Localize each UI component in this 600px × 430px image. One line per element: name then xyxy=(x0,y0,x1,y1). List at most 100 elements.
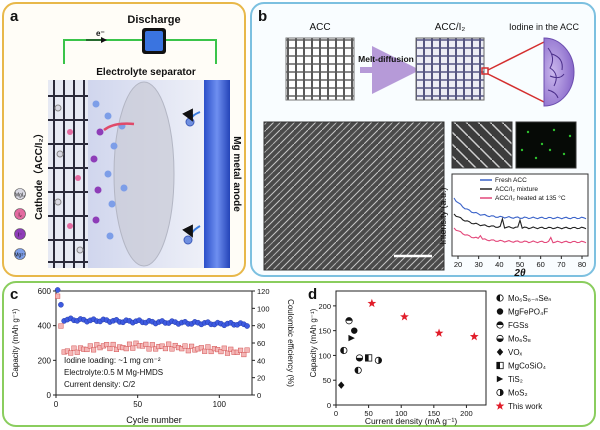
xrd-legend-label-0: Fresh ACC xyxy=(495,177,527,184)
melt-label: Melt-diffusion xyxy=(358,54,414,64)
chart-d-point-4-0 xyxy=(338,381,345,389)
chart-d-legend-marker-8 xyxy=(495,401,505,410)
chart-d-point-8-3 xyxy=(469,332,479,341)
wire-right xyxy=(166,39,217,64)
electron-label: e⁻ xyxy=(96,29,105,38)
cathode-mesh xyxy=(48,80,88,268)
capacity-point-11 xyxy=(71,345,77,351)
chart-d-plot-area xyxy=(335,290,487,406)
chart-d-legend: Mo₆S₈₋ₙSeₙMgFePO₄FFGSsMo₆S₈VOₓMgCoSiO₄Ti… xyxy=(495,294,551,411)
edx-map-image xyxy=(515,121,577,169)
discharge-screen xyxy=(145,31,163,51)
capacity-point-105 xyxy=(224,350,231,356)
chart-c-ytick-label-3: 600 xyxy=(38,287,52,296)
panel-c-label: c xyxy=(10,286,18,303)
chart-d-ytick-label-4: 200 xyxy=(318,302,331,311)
chart-d-ytick-label-1: 50 xyxy=(323,376,331,385)
chart-c-xtick-label-1: 50 xyxy=(133,400,142,409)
chart-d-legend-marker-0-fill xyxy=(496,294,500,302)
capacity-point-33 xyxy=(107,345,113,352)
chart-d-legend-marker-1 xyxy=(496,308,504,315)
chart-d-legend-label-8: This work xyxy=(508,402,543,411)
chart-d-point-2-0-fill xyxy=(345,317,353,321)
legend-dot-1 xyxy=(14,208,26,220)
chart-c-xtick-label-2: 100 xyxy=(213,400,227,409)
capacity-point-19 xyxy=(84,346,90,353)
capacity-point-3 xyxy=(58,323,64,329)
capacity-point-69 xyxy=(166,341,172,347)
chart-d-ytick-label-2: 100 xyxy=(318,351,331,360)
capacity-point-35 xyxy=(110,341,116,348)
chart-d-point-8-1 xyxy=(400,312,409,321)
capacity-point-9 xyxy=(68,350,74,356)
panel-a-svg: a Discharge e⁻ Electrolyte separator xyxy=(10,8,242,268)
xrd-series xyxy=(453,197,587,244)
acc-fabric xyxy=(285,37,355,101)
chart-d-marks xyxy=(338,298,479,389)
xrd-xtick-label-2: 40 xyxy=(495,260,503,269)
chart-d-point-8-0 xyxy=(367,298,377,308)
capacity-point-91 xyxy=(202,348,208,354)
legend-label-1: I₂ xyxy=(18,213,21,219)
chart-c-y2tick-label-2: 40 xyxy=(257,356,265,365)
panel-a-label: a xyxy=(10,8,19,25)
capacity-point-67 xyxy=(162,346,168,352)
capacity-point-71 xyxy=(169,346,175,352)
capacity-point-77 xyxy=(179,346,185,352)
capacity-point-83 xyxy=(189,343,195,349)
chart-c-ylabel-right: Coulombic efficiency (%) xyxy=(286,299,295,387)
xrd-xtick-label-4: 60 xyxy=(536,260,544,269)
xrd-series-1 xyxy=(453,213,587,230)
capacity-point-89 xyxy=(198,345,204,351)
chart-d-point-0-0-fill xyxy=(340,347,344,354)
chart-d-legend-marker-6 xyxy=(496,375,504,383)
chart-d-xtick-label-1: 50 xyxy=(364,409,372,418)
chart-d-xlabel: Current density (mA g⁻¹) xyxy=(365,416,458,426)
chart-c-marks xyxy=(54,287,250,358)
legend-label-3: Mg²⁺ xyxy=(14,253,26,259)
chart-d-xtick-label-3: 150 xyxy=(428,409,441,418)
panel-b-svg: b ACC Melt-diffusion ACC/I₂ Iodine in th… xyxy=(258,8,589,279)
panel-b-label: b xyxy=(258,8,267,25)
capacity-point-23 xyxy=(91,347,97,353)
chart-c-y2tick-label-0: 0 xyxy=(257,391,261,400)
chart-d-legend-label-1: MgFePO₄F xyxy=(508,308,548,317)
zoom-line-bottom xyxy=(487,73,545,103)
xrd-legend-label-1: ACC/I₂ mixture xyxy=(495,186,538,193)
chart-d-point-1-0 xyxy=(351,327,358,334)
reaction-arrow xyxy=(103,122,135,132)
chart-d-legend-label-7: MoS₂ xyxy=(508,389,528,398)
capacity-point-55 xyxy=(143,341,149,347)
chart-d-xtick-label-0: 0 xyxy=(334,409,338,418)
mg-anode xyxy=(204,80,230,268)
xrd-xlabel: 2θ xyxy=(513,268,526,279)
chart-c-y2tick-label-6: 120 xyxy=(257,287,270,296)
xrd-xtick-label-5: 70 xyxy=(557,260,565,269)
legend-dot-2 xyxy=(14,228,26,240)
chart-d-xtick-label-4: 200 xyxy=(460,409,473,418)
capacity-point-107 xyxy=(228,346,234,352)
chart-d-legend-marker-3-fill xyxy=(496,338,504,342)
chart-d-point-0-1-fill xyxy=(354,367,359,374)
anode-label: Mg metal anode xyxy=(231,136,242,212)
xrd-xtick-label-3: 50 xyxy=(516,260,524,269)
panel-b: b ACC Melt-diffusion ACC/I₂ Iodine in th… xyxy=(250,2,596,279)
chart-d-legend-label-5: MgCoSiO₄ xyxy=(508,362,546,371)
acc-i2-label: ACC/I₂ xyxy=(435,22,466,33)
chart-c-note-2: Electrolyte:0.5 M Mg-HMDS xyxy=(64,368,163,377)
capacity-point-57 xyxy=(146,346,152,352)
chart-c-y2tick-label-5: 100 xyxy=(257,304,270,313)
xrd-xtick-label-0: 20 xyxy=(454,260,462,269)
legend-dot-0 xyxy=(14,188,26,200)
chart-c-ylabel-left: Capacity (mAh g⁻¹) xyxy=(11,308,20,377)
ion-arrow-top xyxy=(182,108,201,122)
chart-d-legend-marker-2-fill xyxy=(496,321,504,325)
iodine-label: Iodine in the ACC xyxy=(509,22,580,32)
chart-d-point-6-0 xyxy=(348,334,355,342)
chart-d-legend-marker-4 xyxy=(496,348,504,356)
chart-c-xlabel: Cycle number xyxy=(126,415,182,425)
